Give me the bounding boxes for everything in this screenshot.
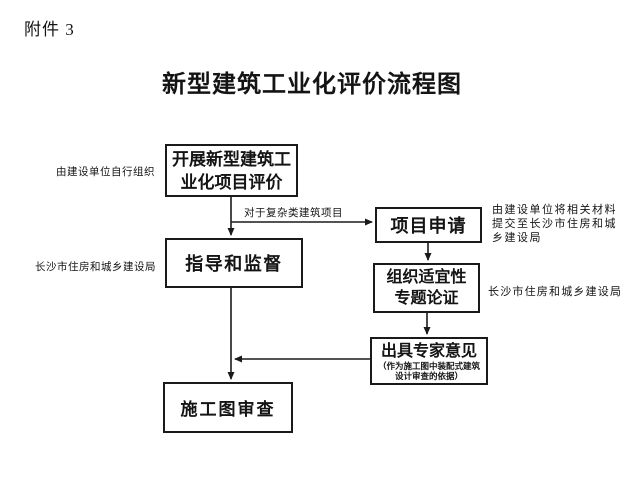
node-guide: 指导和监督 bbox=[165, 238, 303, 288]
annotation-bureau-right: 长沙市住房和城乡建设局 bbox=[488, 286, 623, 298]
annotation-submit-line1: 由建设单位将相关材料 bbox=[492, 204, 617, 216]
node-demonstrate-line1: 组织适宜性 bbox=[386, 269, 467, 286]
page-title: 新型建筑工业化评价流程图 bbox=[162, 72, 462, 98]
annotation-self-organize: 由建设单位自行组织 bbox=[56, 167, 155, 178]
annotation-complex-condition: 对于复杂类建筑项目 bbox=[244, 208, 343, 219]
node-opinion-note-line2: 设计审查的依据） bbox=[394, 370, 463, 381]
node-evaluate: 开展新型建筑工 业化项目评价 bbox=[165, 144, 298, 197]
annotation-bureau-left: 长沙市住房和城乡建设局 bbox=[35, 262, 156, 273]
node-opinion: 出具专家意见 （作为施工图中装配式建筑 设计审查的依据） bbox=[370, 337, 488, 385]
node-evaluate-line2: 业化项目评价 bbox=[180, 172, 283, 192]
node-demonstrate-line2: 专题论证 bbox=[394, 290, 459, 307]
node-review: 施工图审查 bbox=[163, 382, 293, 433]
node-review-label: 施工图审查 bbox=[180, 400, 276, 419]
attachment-label: 附件 3 bbox=[24, 20, 75, 39]
node-guide-label: 指导和监督 bbox=[185, 254, 283, 274]
annotation-submit-line2: 提交至长沙市住房和城 bbox=[492, 218, 617, 230]
node-opinion-note-line1: （作为施工图中装配式建筑 bbox=[377, 360, 480, 371]
annotation-submit-line3: 乡建设局 bbox=[492, 232, 542, 244]
annotation-submit-materials: 由建设单位将相关材料 提交至长沙市住房和城 乡建设局 bbox=[492, 203, 617, 245]
node-opinion-label: 出具专家意见 bbox=[380, 342, 477, 360]
node-apply-label: 项目申请 bbox=[390, 216, 467, 236]
node-evaluate-line1: 开展新型建筑工 bbox=[172, 149, 291, 169]
node-demonstrate: 组织适宜性 专题论证 bbox=[373, 263, 480, 313]
node-apply: 项目申请 bbox=[375, 207, 482, 243]
